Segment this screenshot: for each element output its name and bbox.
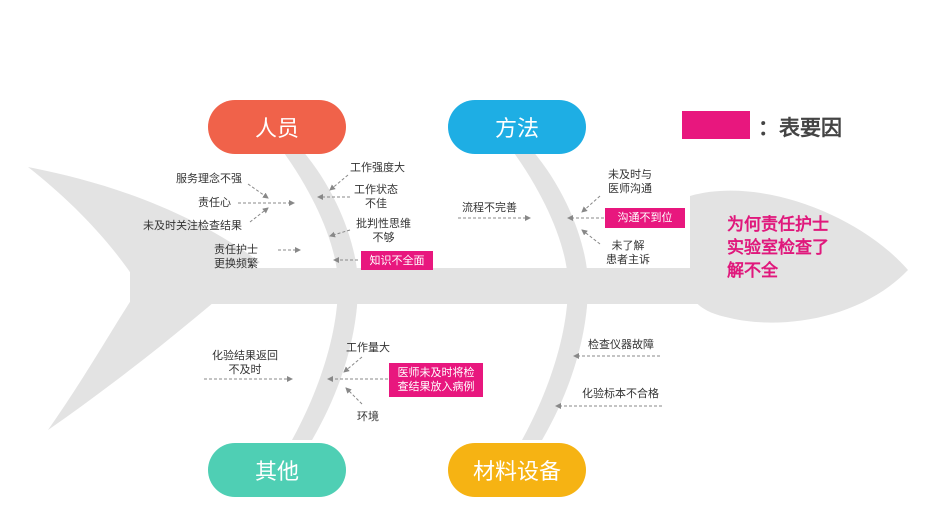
cause-other-1: 化验结果返回 不及时: [212, 349, 278, 377]
category-people: 人员: [208, 100, 346, 154]
cause-other-4: 环境: [357, 410, 379, 423]
category-people-label: 人员: [254, 117, 299, 142]
arrow-people-c3: [249, 207, 269, 223]
cause-line: 责任护士: [214, 243, 258, 256]
legend-label: ：表要因: [758, 116, 842, 140]
category-method-label: 方法: [494, 117, 539, 142]
key-cause-method: 沟通不到位: [605, 208, 685, 228]
cause-line: 化验结果返回: [212, 349, 278, 362]
arrow-people-c1: [247, 183, 269, 199]
legend-swatch: [682, 111, 750, 139]
arrow-people-c7: [329, 229, 351, 238]
cause-method-4: 未了解 患者主诉: [606, 239, 650, 267]
key-cause-other: 医师未及时将检 查结果放入病例: [389, 363, 483, 397]
fish-head: [690, 190, 908, 323]
effect-line: 解不全: [727, 261, 778, 281]
arrow-people-c5: [329, 174, 349, 191]
cause-people-2: 责任心: [198, 196, 231, 209]
cause-people-6: 工作状态 不佳: [354, 183, 398, 211]
cause-line: 更换频繁: [214, 257, 258, 270]
arrow-method-c2: [581, 195, 601, 213]
arrow-other-c2: [343, 356, 363, 373]
category-material-label: 材料设备: [472, 460, 561, 485]
cause-line: 不佳: [365, 197, 387, 210]
effect-line: 为何责任护士: [727, 215, 829, 235]
cause-line: 患者主诉: [606, 253, 650, 266]
cause-people-5: 工作强度大: [350, 161, 405, 174]
cause-line: 查结果放入病例: [397, 380, 475, 393]
cause-people-3: 未及时关注检查结果: [143, 219, 242, 232]
rib-method: [512, 150, 588, 440]
arrow-method-c4: [581, 229, 601, 245]
cause-material-1: 检查仪器故障: [588, 338, 654, 351]
category-method: 方法: [448, 100, 586, 154]
effect-problem: 为何责任护士 实验室检查了 解不全: [727, 214, 829, 283]
cause-method-2: 未及时与 医师沟通: [608, 168, 652, 196]
category-other: 其他: [208, 443, 346, 497]
cause-line: 不够: [372, 231, 395, 244]
effect-line: 实验室检查了: [727, 238, 829, 258]
fish-spine: [130, 268, 700, 304]
category-material: 材料设备: [448, 443, 586, 497]
cause-line: 医师未及时将检: [397, 366, 475, 379]
cause-line: 未了解: [611, 239, 645, 252]
category-other-label: 其他: [254, 460, 299, 485]
cause-line: 医师沟通: [608, 182, 652, 195]
cause-people-7: 批判性思维 不够: [356, 217, 411, 245]
cause-line: 未及时与: [608, 168, 652, 181]
cause-line: 批判性思维: [356, 217, 411, 230]
cause-method-1: 流程不完善: [462, 201, 517, 214]
arrow-other-c4: [345, 387, 363, 405]
key-cause-people: 知识不全面: [361, 251, 433, 270]
cause-line: 工作状态: [354, 183, 398, 196]
rib-people: [282, 150, 358, 440]
cause-other-2: 工作量大: [346, 341, 390, 354]
cause-people-4: 责任护士 更换频繁: [214, 243, 258, 271]
cause-line: 不及时: [228, 363, 262, 376]
cause-material-2: 化验标本不合格: [582, 387, 659, 400]
cause-people-1: 服务理念不强: [176, 172, 242, 185]
